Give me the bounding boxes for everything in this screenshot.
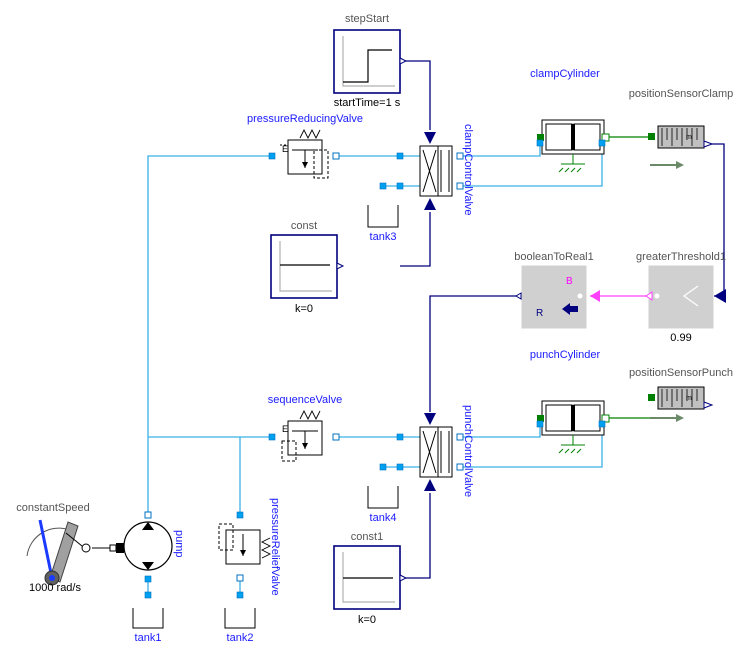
step-start-block[interactable]: [333, 29, 408, 94]
constant-speed-block[interactable]: [26, 519, 83, 586]
boolean-arrow-icon: [590, 290, 600, 302]
const1-label: const1: [351, 531, 383, 543]
pressure-reducing-valve[interactable]: E: [268, 128, 340, 179]
position-sensor-punch[interactable]: m: [648, 386, 714, 422]
greater-threshold-label: greaterThreshold1: [636, 251, 726, 263]
tank1-label: tank1: [135, 632, 162, 644]
position-sensor-punch-label: positionSensorPunch: [629, 367, 733, 379]
pump-label: pump: [173, 530, 185, 558]
sequence-valve-label: sequenceValve: [268, 394, 342, 406]
svg-text:E: E: [282, 144, 288, 154]
clamp-cylinder-label: clampCylinder: [530, 68, 600, 80]
tank1-symbol: [132, 591, 164, 629]
clamp-control-valve[interactable]: [396, 132, 464, 210]
sequence-valve[interactable]: E: [268, 409, 340, 462]
punch-control-valve-label: punchControlValve: [462, 405, 474, 497]
const-block[interactable]: [270, 234, 345, 299]
step-start-label: stepStart: [345, 13, 389, 25]
position-sensor-clamp[interactable]: m: [648, 125, 714, 169]
pressure-relief-valve-label: pressureReliefValve: [269, 498, 281, 596]
const1-block[interactable]: [333, 545, 408, 610]
sensor-unit-punch: m: [686, 395, 692, 402]
const-label: const: [291, 220, 317, 232]
tank4-symbol: [367, 463, 399, 509]
constant-speed-label: constantSpeed: [16, 502, 89, 514]
tank2-label: tank2: [227, 632, 254, 644]
pressure-relief-valve[interactable]: [218, 511, 272, 582]
tank3-label: tank3: [370, 231, 397, 243]
pressure-reducing-valve-label: pressureReducingValve: [247, 113, 363, 125]
pump[interactable]: [81, 511, 173, 583]
clamp-cylinder[interactable]: [536, 119, 610, 173]
tank3-symbol: [367, 182, 399, 228]
signal-lines: [400, 60, 725, 579]
constant-speed-param: 1000 rad/s: [29, 582, 81, 594]
step-start-param: startTime=1 s: [334, 97, 401, 109]
boolean-to-real-r: R: [536, 308, 543, 319]
clamp-control-valve-label: clampControlValve: [462, 124, 474, 216]
tank4-label: tank4: [370, 512, 397, 524]
hydraulic-lines: [147, 140, 603, 595]
const1-param: k=0: [358, 614, 376, 626]
boolean-to-real-block[interactable]: B R: [515, 265, 587, 329]
const-param: k=0: [295, 303, 313, 315]
sensor-unit-clamp: m: [686, 134, 692, 141]
mechanical-lines: [608, 136, 651, 419]
punch-cylinder[interactable]: [536, 400, 610, 454]
greater-threshold-block[interactable]: [645, 265, 726, 329]
position-sensor-clamp-label: positionSensorClamp: [629, 88, 734, 100]
boolean-to-real-label: booleanToReal1: [514, 251, 594, 263]
greater-threshold-param: 0.99: [670, 332, 691, 344]
svg-text:E: E: [282, 424, 288, 434]
boolean-to-real-b: B: [566, 276, 573, 287]
tank2-symbol: [224, 591, 256, 629]
punch-control-valve[interactable]: [396, 413, 464, 491]
punch-cylinder-label: punchCylinder: [530, 349, 601, 361]
